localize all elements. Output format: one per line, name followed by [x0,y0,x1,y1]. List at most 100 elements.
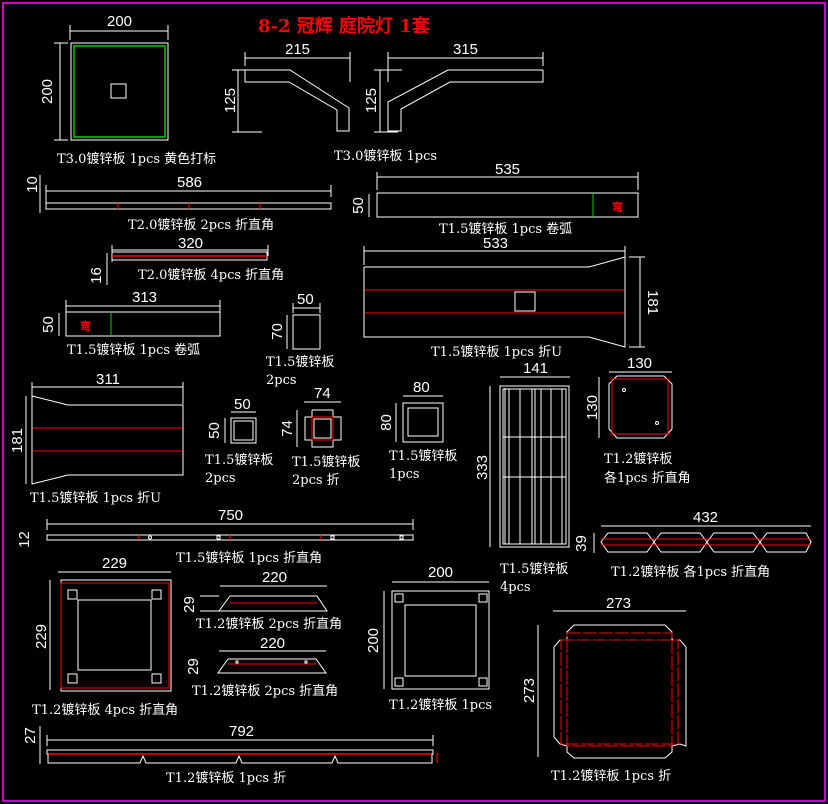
qty-p8: 2pcs [266,373,297,388]
label-p15: T1.5镀锌板 1pcs 折直角 [176,551,323,566]
label-p13: T1.5镀锌板 [500,562,569,577]
part-p5-strip-535 [368,172,639,218]
label-p10: T1.5镀锌板 [205,453,274,468]
dim-p2-left-width: 215 [285,41,311,58]
label-p12: T1.5镀锌板 [389,449,458,464]
part-p12-square-80 [395,395,444,443]
dim-p7-height: 50 [39,316,57,333]
part-p4-strip-320 [106,245,269,285]
part-p19-tray-220 [217,650,327,674]
qty-p10: 2pcs [205,471,236,486]
dim-p20-height: 200 [365,627,383,654]
part-p14-octagon-130 [598,371,673,439]
dim-p10-width: 50 [234,396,251,413]
part-p20-square-200 [383,581,490,690]
qty-p13: 4pcs [500,580,531,595]
dim-p21-width: 273 [606,595,632,612]
qty-p14: 各1pcs 折直角 [604,471,691,486]
part-p17-square-229 [49,571,172,692]
label-p17: T1.2镀锌板 4pcs 折直角 [32,703,179,718]
label-p22: T1.2镀锌板 1pcs 折 [166,771,287,786]
part-p15-strip-750 [46,519,414,541]
dim-p4-width: 320 [178,235,204,252]
dim-p1-width: 200 [107,13,133,30]
part-p10-square-50 [224,411,257,444]
dim-p18-width: 220 [262,569,288,586]
dim-p8-height: 70 [268,323,286,340]
dim-p3-height: 10 [23,176,41,193]
dim-p13-height: 333 [474,454,492,481]
label-p5: T1.5镀锌板 1pcs 卷弧 [439,222,573,237]
dim-p13-width: 141 [523,360,549,377]
dim-p2-left-height: 125 [222,87,240,114]
dim-p6-width: 533 [483,235,509,252]
label-p14: T1.2镀锌板 [604,452,673,467]
dim-p5-height: 50 [349,197,367,214]
dim-p15-height: 12 [15,531,33,548]
part-p11-cross-74 [296,401,342,448]
dim-p1-height: 200 [39,78,57,105]
part-p2-bracket-right [374,52,544,133]
label-p1: T3.0镀锌板 1pcs 黄色打标 [57,152,217,167]
dim-p16-height: 39 [572,535,590,552]
label-p11: T1.5镀锌板 [292,455,361,470]
part-p13-slotted-panel [489,376,570,548]
dim-p18-height: 29 [180,596,198,613]
part-p22-strip-792 [39,726,439,764]
label-p21: T1.2镀锌板 1pcs 折 [551,769,672,784]
drawing-title: 8-2 冠辉 庭院灯 1套 [258,16,430,37]
dim-p8-width: 50 [297,291,314,308]
dim-p2-right-height: 125 [363,87,381,114]
dim-p22-height: 27 [21,727,39,744]
dim-p12-height: 80 [377,414,395,431]
dim-p10-height: 50 [205,422,223,439]
label-p4: T2.0镀锌板 4pcs 折直角 [138,268,285,283]
dim-p17-height: 229 [33,623,51,650]
label-p18: T1.2镀锌板 2pcs 折直角 [196,617,343,632]
label-p3: T2.0镀锌板 2pcs 折直角 [128,218,275,233]
label-p20: T1.2镀锌板 1pcs [389,698,493,713]
part-p21-octagon-273 [537,610,687,759]
dim-p17-width: 229 [102,555,128,572]
label-p6: T1.5镀锌板 1pcs 折U [431,345,563,360]
part-p16-strip-432 [593,525,812,553]
dim-p22-width: 792 [229,723,255,740]
label-p9: T1.5镀锌板 1pcs 折U [30,491,162,506]
label-p2: T3.0镀锌板 1pcs [334,149,438,164]
dim-p16-width: 432 [693,509,719,526]
part-p3-strip-586 [39,175,332,213]
part-p9-flare-311 [25,382,184,485]
dim-p19-height: 29 [184,658,202,675]
part-p18-tray-220 [200,585,328,612]
dim-p12-width: 80 [413,379,430,396]
part-p2-bracket-left [232,52,351,133]
part-p1-square-plate [54,25,169,141]
bend-mark-p5: 弯 [612,201,623,214]
dim-p5-width: 535 [495,161,521,178]
dim-p9-width: 311 [96,371,120,388]
dim-p11-height: 74 [278,420,296,437]
dim-p6-height: 181 [644,289,662,316]
dim-p14-height: 130 [584,394,602,421]
dim-p2-right-width: 315 [453,41,479,58]
label-p19: T1.2镀锌板 2pcs 折直角 [192,684,339,699]
dim-p19-width: 220 [260,635,286,652]
bend-mark-p7: 弯 [80,320,91,333]
dim-p9-height: 181 [9,427,27,454]
part-p7-strip-313 [58,300,221,337]
dim-p14-width: 130 [627,355,653,372]
dim-p3-width: 586 [177,174,203,191]
dim-p11-width: 74 [314,385,331,402]
label-p8: T1.5镀锌板 [266,355,335,370]
qty-p12: 1pcs [389,467,420,482]
label-p16: T1.2镀锌板 各1pcs 折直角 [611,565,771,580]
dim-p21-height: 273 [521,677,539,704]
dim-p7-width: 313 [132,289,158,306]
part-p6-flare-533 [363,246,645,348]
part-p8-rect-50x70 [286,303,321,350]
dim-p4-height: 16 [87,267,105,284]
qty-p11: 2pcs 折 [292,473,340,488]
dim-p20-width: 200 [428,564,454,581]
